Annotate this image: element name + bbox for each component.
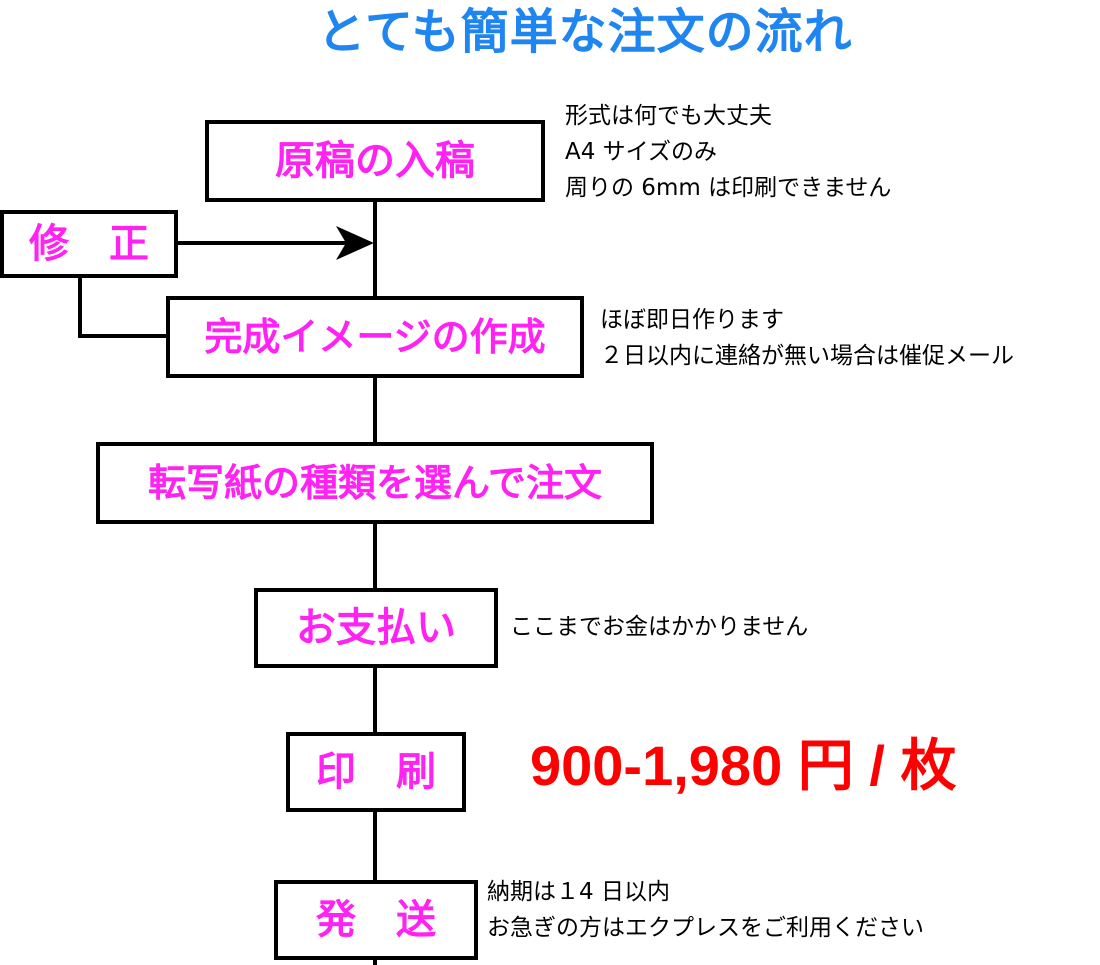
page-title: とても簡単な注文の流れ xyxy=(317,4,853,60)
price-label: 900-1,980 円 / 枚 xyxy=(530,734,957,797)
revision-arrow-line xyxy=(176,241,346,245)
step-shipping-box: 発 送 xyxy=(274,880,478,960)
note-shipping-line: お急ぎの方はエクプレスをご利用ください xyxy=(487,915,924,941)
step-printing-label: 印 刷 xyxy=(316,749,436,795)
connector-main-3 xyxy=(373,524,377,588)
step-printing-box: 印 刷 xyxy=(286,732,466,812)
note-mockup-line: ２日以内に連絡が無い場合は催促メール xyxy=(600,343,1014,369)
revision-loop-vertical xyxy=(78,276,82,338)
step-revision-label: 修 正 xyxy=(29,221,149,267)
note-submit-line: A4 サイズのみ xyxy=(565,139,717,165)
note-mockup: ほぼ即日作ります ２日以内に連絡が無い場合は催促メール xyxy=(600,302,1014,374)
note-shipping: 納期は１4 日以内 お急ぎの方はエクプレスをご利用ください xyxy=(487,874,924,946)
connector-main-2 xyxy=(373,378,377,442)
note-submit: 形式は何でも大丈夫 A4 サイズのみ 周りの 6mm は印刷できません xyxy=(565,98,891,206)
step-payment-box: お支払い xyxy=(254,588,498,668)
step-submit-label: 原稿の入稿 xyxy=(275,138,475,184)
note-mockup-line: ほぼ即日作ります xyxy=(600,307,784,333)
connector-main-6 xyxy=(373,959,377,965)
connector-main-5 xyxy=(373,812,377,880)
connector-main-1 xyxy=(373,200,377,296)
step-revision-box: 修 正 xyxy=(0,210,178,278)
step-submit-box: 原稿の入稿 xyxy=(205,120,545,202)
step-mockup-label: 完成イメージの作成 xyxy=(204,315,546,359)
connector-main-4 xyxy=(373,668,377,732)
step-payment-label: お支払い xyxy=(296,605,456,651)
note-submit-line: 周りの 6mm は印刷できません xyxy=(565,175,892,201)
note-payment-line: ここまでお金はかかりません xyxy=(510,614,809,640)
step-mockup-box: 完成イメージの作成 xyxy=(166,296,584,378)
note-payment: ここまでお金はかかりません xyxy=(510,609,808,645)
revision-loop-horizontal xyxy=(78,334,168,338)
note-shipping-line: 納期は１4 日以内 xyxy=(487,879,670,905)
arrow-right-icon xyxy=(336,226,374,260)
step-order-label: 転写紙の種類を選んで注文 xyxy=(147,461,603,505)
note-submit-line: 形式は何でも大丈夫 xyxy=(565,103,772,129)
step-order-box: 転写紙の種類を選んで注文 xyxy=(96,442,654,524)
step-shipping-label: 発 送 xyxy=(316,897,436,943)
